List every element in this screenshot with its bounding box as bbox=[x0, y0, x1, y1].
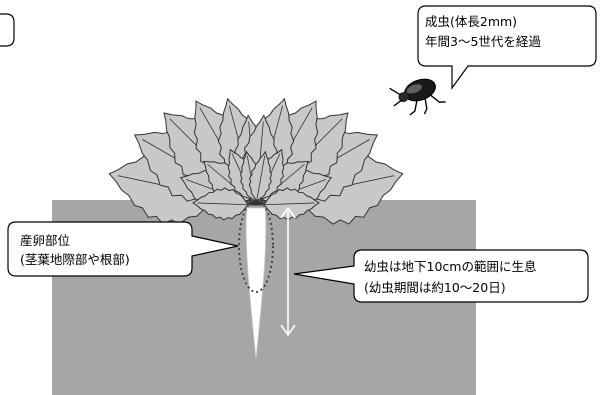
radish-root bbox=[245, 207, 267, 359]
leaf bbox=[255, 187, 320, 221]
callout-adult-line2: 年間3〜5世代を経過 bbox=[425, 34, 541, 49]
callout-larva: 幼虫は地下10cmの範囲に生息 (幼虫期間は約10〜20日) bbox=[293, 249, 589, 303]
egg-site-marker bbox=[238, 199, 274, 293]
beetle-icon bbox=[389, 78, 446, 116]
callout-eggs: 産卵部位 (茎葉地際部や根部) bbox=[7, 221, 239, 277]
callout-adult: 成虫(体長2mm) 年間3〜5世代を経過 bbox=[417, 5, 597, 90]
callout-larva-line1: 幼虫は地下10cmの範囲に生息 bbox=[364, 259, 536, 274]
radish-plant bbox=[108, 97, 404, 225]
partial-callout-left bbox=[0, 13, 15, 47]
leaf bbox=[248, 150, 273, 206]
callout-adult-line1: 成虫(体長2mm) bbox=[425, 14, 517, 29]
leaf bbox=[192, 187, 257, 221]
depth-arrow bbox=[280, 206, 296, 337]
callout-eggs-line1: 産卵部位 bbox=[20, 233, 70, 248]
callout-eggs-line2: (茎葉地際部や根部) bbox=[20, 252, 130, 267]
callout-larva-line2: (幼虫期間は約10〜20日) bbox=[364, 280, 506, 295]
